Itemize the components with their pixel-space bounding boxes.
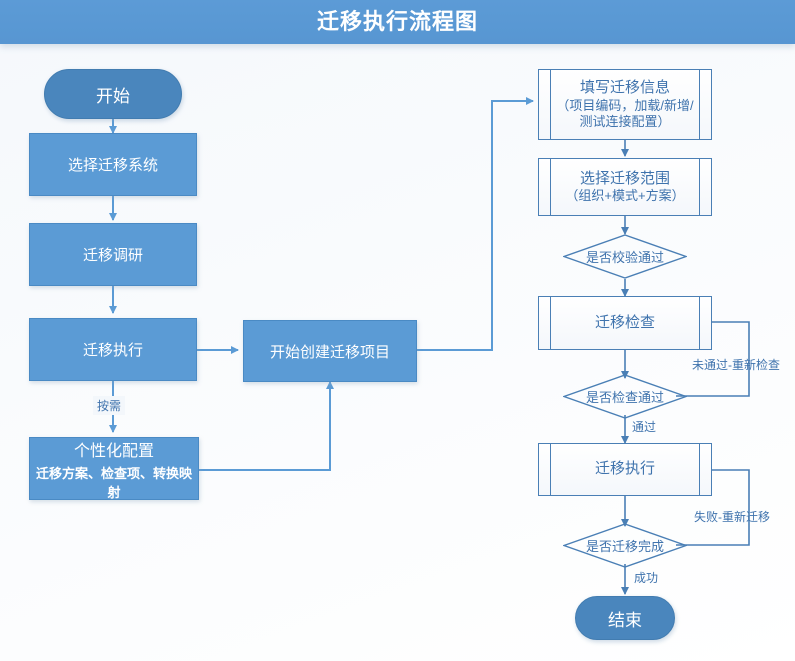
node-select-system-label: 选择迁移系统 — [67, 157, 158, 174]
node-custom-config[interactable]: 个性化配置 迁移方案、检查项、转换映射 — [29, 437, 199, 500]
node-survey-label: 迁移调研 — [82, 247, 143, 264]
node-custom-config-detail: 迁移方案、检查项、转换映射 — [35, 465, 192, 500]
edge-label-recheck: 未通过-重新检查 — [692, 358, 780, 372]
node-exec-left-label: 迁移执行 — [82, 342, 143, 359]
edge-label-success: 成功 — [634, 571, 659, 585]
node-start[interactable]: 开始 — [44, 69, 182, 119]
node-fill-info-detail: （项目编码，加载/新增/测试连接配置） — [556, 97, 694, 129]
decision-validate[interactable]: 是否校验通过 — [563, 234, 687, 279]
node-start-label: 开始 — [96, 86, 130, 106]
title-bar: 迁移执行流程图 — [0, 0, 795, 44]
node-create-project[interactable]: 开始创建迁移项目 — [243, 320, 417, 382]
node-exec-right-label: 迁移执行 — [594, 460, 655, 478]
node-survey[interactable]: 迁移调研 — [29, 223, 197, 286]
node-custom-config-title: 个性化配置 — [73, 442, 154, 460]
node-fill-info-title: 填写迁移信息 — [579, 78, 670, 96]
edge-label-passed: 通过 — [632, 420, 657, 434]
node-exec-right[interactable]: 迁移执行 — [538, 443, 712, 496]
node-check[interactable]: 迁移检查 — [538, 296, 712, 350]
edge-custom-config-to-create-project — [199, 381, 334, 471]
page-title: 迁移执行流程图 — [316, 9, 478, 34]
node-select-scope[interactable]: 选择迁移范围 （组织+模式+方案） — [538, 158, 712, 216]
node-fill-info[interactable]: 填写迁移信息 （项目编码，加载/新增/测试连接配置） — [538, 69, 712, 140]
node-select-system[interactable]: 选择迁移系统 — [29, 133, 197, 196]
edge-check-pass-fail-loop — [676, 318, 750, 397]
node-select-scope-detail: （组织+模式+方案） — [565, 188, 685, 204]
diamond-shape — [563, 523, 687, 568]
decision-check-pass[interactable]: 是否检查通过 — [563, 374, 687, 419]
node-create-project-label: 开始创建迁移项目 — [269, 343, 390, 361]
node-end-label: 结束 — [608, 610, 642, 630]
diamond-shape — [563, 374, 687, 419]
diamond-shape — [563, 234, 687, 279]
decision-migrate-done[interactable]: 是否迁移完成 — [563, 523, 687, 568]
node-check-label: 迁移检查 — [594, 313, 655, 331]
decision-validate-label: 是否校验通过 — [585, 250, 664, 265]
edge-label-on-demand: 按需 — [93, 396, 126, 415]
edge-label-remigrate: 失败-重新迁移 — [694, 510, 770, 524]
node-end[interactable]: 结束 — [575, 596, 675, 640]
node-select-scope-title: 选择迁移范围 — [579, 169, 670, 187]
decision-migrate-done-label: 是否迁移完成 — [585, 539, 664, 554]
decision-check-pass-label: 是否检查通过 — [585, 390, 664, 405]
node-exec-left[interactable]: 迁移执行 — [29, 318, 197, 381]
edge-migrate-done-fail-loop — [676, 466, 750, 546]
edge-create-project-to-fill-info — [417, 97, 534, 351]
